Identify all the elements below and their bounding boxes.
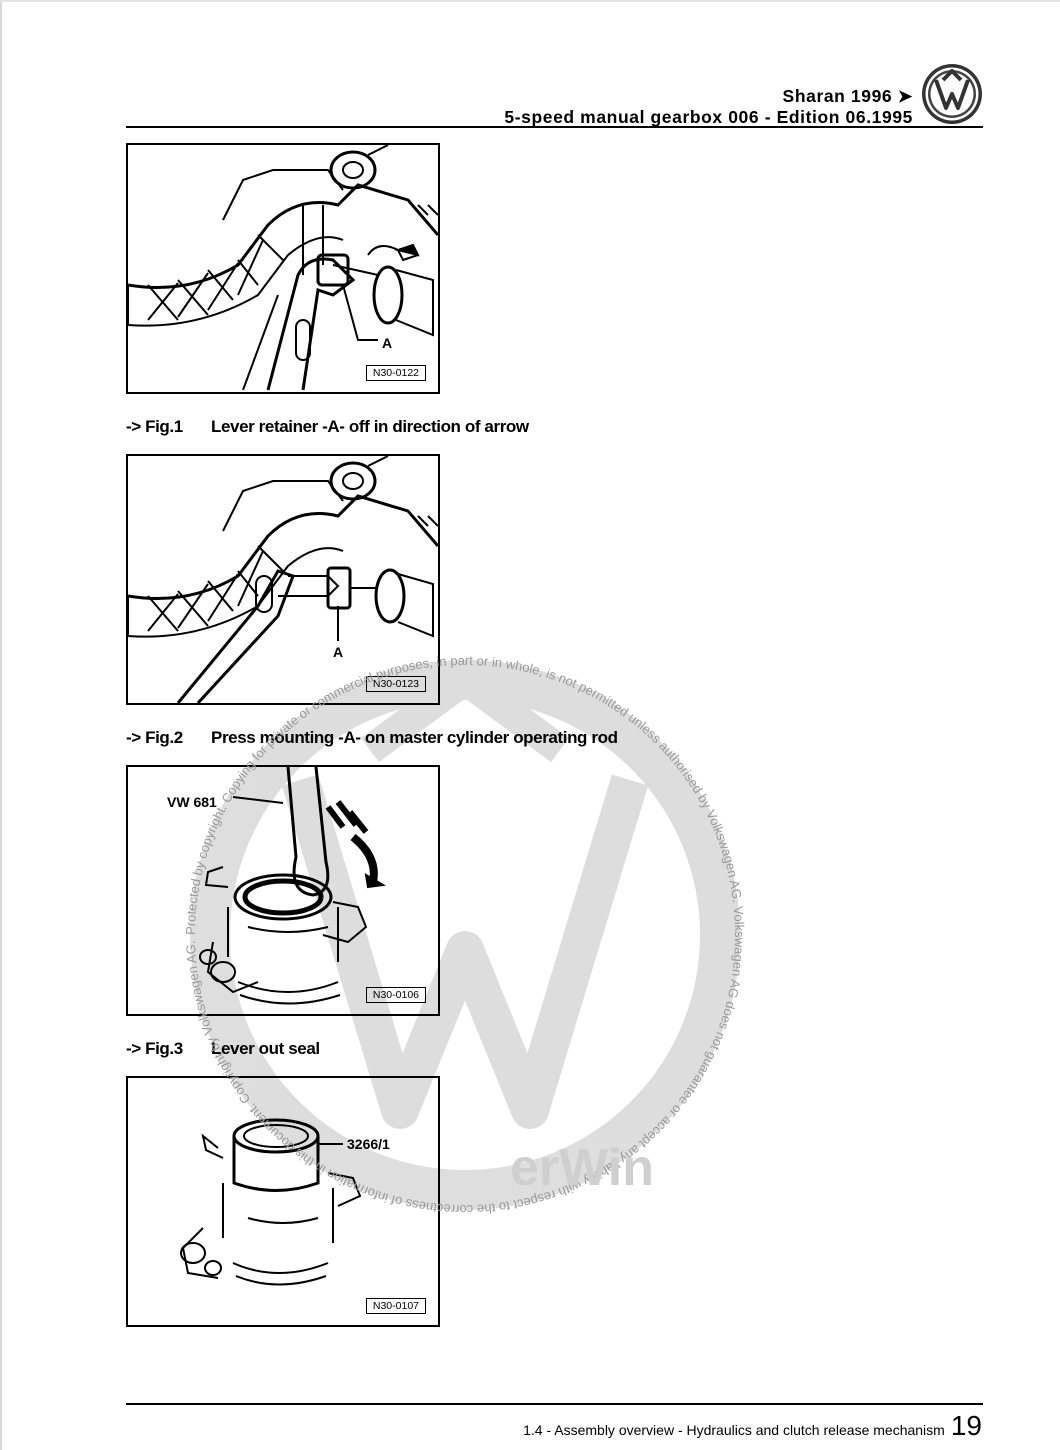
figure-2: A N30-0123 bbox=[126, 454, 440, 705]
caption-text: Lever out seal bbox=[211, 1039, 320, 1058]
seal-installation-illustration bbox=[180, 1118, 362, 1286]
figure-caption: -> Fig.2 Press mounting -A- on master cyl… bbox=[126, 728, 618, 748]
figure-code: N30-0122 bbox=[365, 365, 426, 381]
tool-label: VW 681 bbox=[165, 794, 219, 810]
figure-ref-link[interactable]: -> Fig.3 bbox=[126, 1039, 183, 1058]
page-edge bbox=[0, 0, 1060, 2]
figure-ref-link[interactable]: -> Fig.2 bbox=[126, 728, 183, 747]
figure-code: N30-0106 bbox=[365, 987, 426, 1003]
figure-caption: -> Fig.1 Lever retainer -A- off in direct… bbox=[126, 417, 529, 437]
part-label: A bbox=[331, 644, 346, 660]
caption-text: Press mounting -A- on master cylinder op… bbox=[211, 728, 618, 747]
watermark-brand: erWin bbox=[510, 1139, 654, 1197]
part-label: A bbox=[380, 335, 395, 351]
figure-code: N30-0107 bbox=[365, 1298, 426, 1314]
header-model: Sharan 1996 ➤ bbox=[782, 86, 913, 106]
footer-section: 1.4 - Assembly overview - Hydraulics and… bbox=[523, 1422, 945, 1438]
vw-logo-icon bbox=[922, 64, 982, 124]
page-edge bbox=[0, 0, 2, 1450]
header-edition: 5-speed manual gearbox 006 - Edition 06.… bbox=[504, 107, 913, 127]
tool-label: 3266/1 bbox=[345, 1136, 392, 1152]
figure-1: A N30-0122 bbox=[126, 143, 440, 394]
figure-3: VW 681 N30-0106 bbox=[126, 765, 440, 1016]
pedal-lever-illustration bbox=[128, 145, 438, 391]
pedal-mounting-illustration bbox=[128, 456, 438, 703]
page-number: 19 bbox=[950, 1410, 982, 1441]
figure-code: N30-0123 bbox=[365, 676, 426, 692]
footer-rule bbox=[126, 1403, 983, 1405]
page-footer: 1.4 - Assembly overview - Hydraulics and… bbox=[523, 1410, 982, 1442]
figure-4: 3266/1 N30-0107 bbox=[126, 1076, 440, 1327]
figure-caption: -> Fig.3 Lever out seal bbox=[126, 1039, 320, 1059]
page-header: Sharan 1996 ➤ 5-speed manual gearbox 006… bbox=[504, 86, 913, 128]
header-rule bbox=[126, 126, 983, 128]
seal-removal-illustration bbox=[199, 767, 387, 1005]
caption-text: Lever retainer -A- off in direction of a… bbox=[211, 417, 529, 436]
figure-ref-link[interactable]: -> Fig.1 bbox=[126, 417, 183, 436]
